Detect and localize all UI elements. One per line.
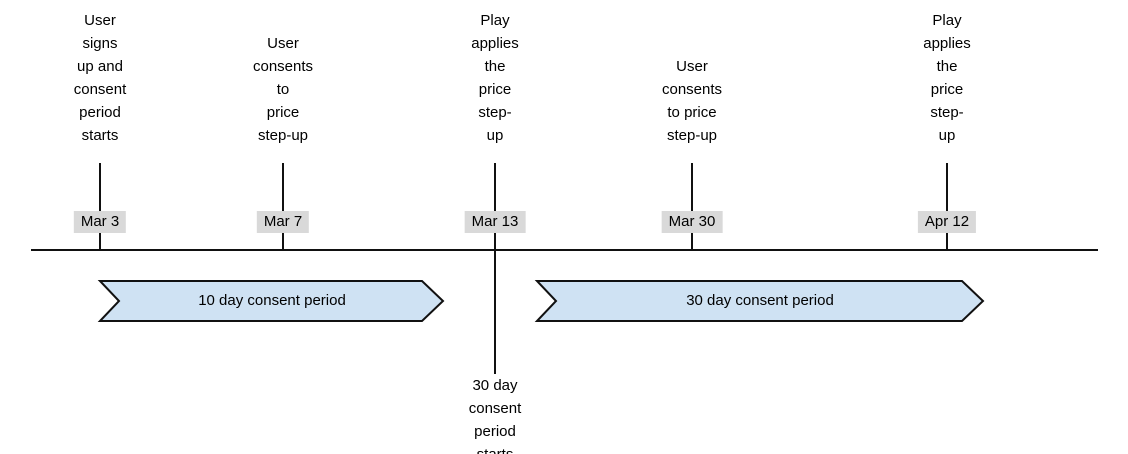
period-arrow-10-day-icon (97, 280, 445, 322)
event-description: Play applies the price step-up (471, 12, 519, 144)
period-label-10-day: 10 day consent period (198, 292, 346, 309)
consent-start-tick (494, 251, 496, 374)
event-tick (946, 163, 948, 250)
event-tick (99, 163, 101, 250)
consent-start-note: 30 day consent period starts (468, 377, 522, 454)
event-date-badge: Mar 3 (73, 211, 127, 233)
event-description: User signs up and consent period starts (73, 12, 127, 144)
event-description: User consents to price step-up (661, 58, 723, 144)
event-description: User consents to price step-up (252, 35, 314, 144)
event-tick (691, 163, 693, 250)
event-date-badge: Mar 30 (661, 211, 723, 233)
event-tick (282, 163, 284, 250)
event-description: Play applies the price step-up (923, 12, 971, 144)
period-arrow-30-day-icon (534, 280, 985, 322)
event-tick (494, 163, 496, 250)
event-date-badge: Apr 12 (917, 211, 977, 233)
timeline-axis (31, 249, 1098, 251)
event-date-badge: Mar 13 (464, 211, 526, 233)
period-label-30-day: 30 day consent period (686, 292, 834, 309)
event-date-badge: Mar 7 (256, 211, 310, 233)
